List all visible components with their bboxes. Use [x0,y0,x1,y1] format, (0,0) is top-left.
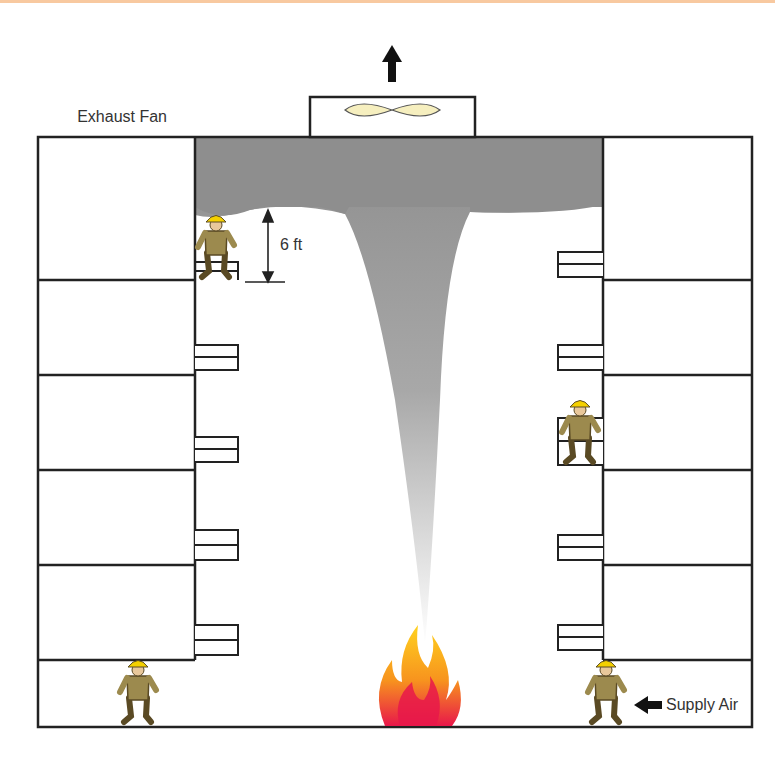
component-label: Exhaust Fan [77,108,167,126]
firefighter [198,216,234,278]
firefighter [562,401,598,463]
building-outline [38,137,752,727]
smoke-layer [195,137,603,207]
airflow-label: Supply Air [666,696,738,714]
fire [379,625,461,726]
supply-air-arrow [634,696,662,714]
firefighter [588,661,624,723]
smoke-plume [195,137,603,645]
exhaust-fan [310,45,475,137]
dimension-label: 6 ft [280,236,302,254]
top-rule [0,0,775,3]
dimension-line [245,210,285,282]
balconies [195,252,603,655]
firefighter [120,661,156,723]
